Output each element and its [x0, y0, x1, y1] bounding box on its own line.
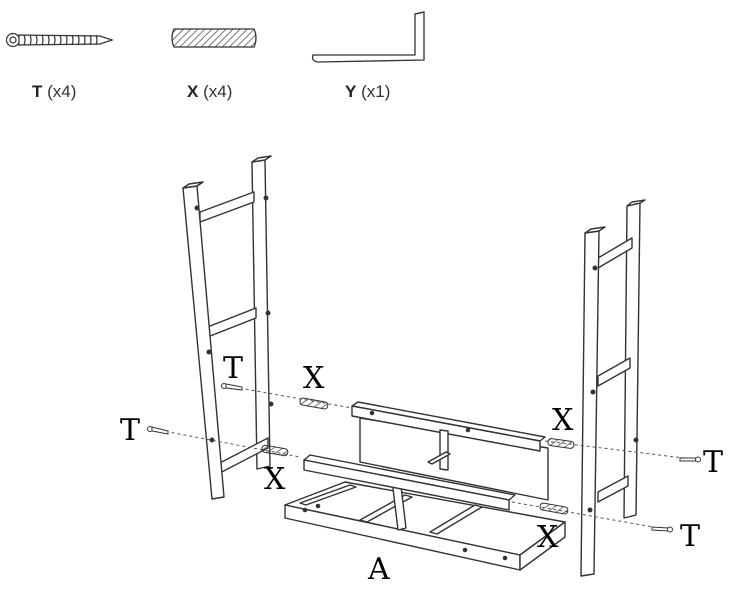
callout-x-right-upper: X: [552, 403, 574, 438]
dowel-icon: [171, 28, 257, 48]
callout-t-left-lower: T: [120, 413, 140, 448]
dowel-x-left-upper: [299, 397, 329, 410]
part-label-y: Y (x1): [345, 82, 390, 102]
right-side-frame: [580, 199, 646, 577]
dowel-x-right-upper: [547, 438, 575, 449]
callout-t-right-upper: T: [703, 445, 723, 480]
screw-t-right-lower: [651, 526, 673, 533]
part-label-t: T (x4): [32, 82, 76, 102]
allen-key-icon: [311, 11, 425, 63]
part-letter: Y: [345, 82, 357, 101]
screw-t-left-lower: [147, 426, 169, 435]
part-quantity: (x4): [203, 82, 233, 101]
callout-x-left-lower: X: [264, 462, 286, 497]
callout-t-left-upper: T: [223, 351, 243, 386]
dowel-x-right-lower: [539, 502, 569, 515]
callout-x-left-upper: X: [303, 361, 325, 396]
left-side-frame: [182, 155, 274, 500]
callout-x-right-lower: X: [537, 520, 559, 555]
screw-t-right-upper: [679, 456, 701, 463]
screw-t-left-upper: [221, 383, 243, 391]
part-label-x: X (x4): [187, 82, 232, 102]
part-quantity: (x1): [361, 82, 391, 101]
part-letter: T: [32, 82, 43, 101]
dowel-x-left-lower: [261, 444, 289, 457]
callout-a: A: [367, 552, 390, 587]
callout-t-right-lower: T: [680, 519, 700, 554]
part-letter: X: [187, 82, 199, 101]
part-quantity: (x4): [47, 82, 77, 101]
base-assembly-a: [284, 401, 566, 571]
screw-icon: [5, 32, 114, 48]
